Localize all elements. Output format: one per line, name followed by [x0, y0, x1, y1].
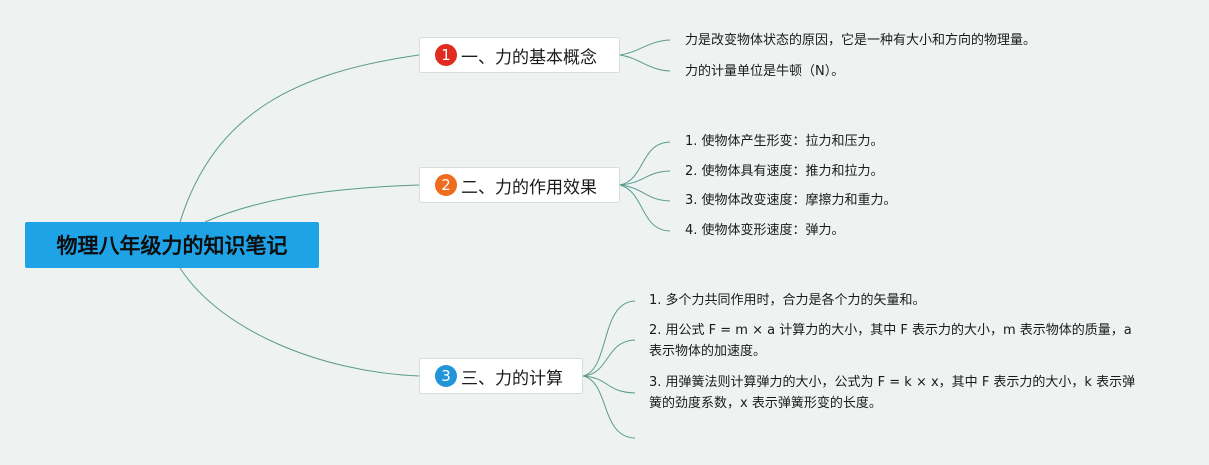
connector-topic-3-leaf-1	[582, 300, 636, 377]
topic-label: 二、力的作用效果	[461, 177, 597, 198]
connector-topic-2-leaf-4	[619, 184, 671, 232]
topic-3-leaf-1[interactable]: 1. 多个力共同作用时，合力是各个力的矢量和。	[649, 293, 926, 308]
root-title: 物理八年级力的知识笔记	[56, 234, 288, 258]
connector-root-topic-3	[179, 267, 420, 377]
topic-1-leaf-2[interactable]: 力的计量单位是牛顿（N）。	[685, 64, 845, 79]
connector-topic-3-leaf-3	[582, 375, 636, 394]
connector-topic-2-leaf-1	[619, 141, 671, 186]
topic-3-leaf-3[interactable]: 3. 用弹簧法则计算弹力的大小，公式为 F = k × x，其中 F 表示力的大…	[649, 375, 1136, 411]
topic-label: 三、力的计算	[461, 368, 563, 389]
topic-label: 一、力的基本概念	[461, 47, 597, 68]
connector-topic-2-leaf-3	[619, 184, 671, 202]
number-badge-icon: 3	[435, 365, 457, 387]
connector-topic-1-leaf-1	[619, 39, 671, 56]
topic-1[interactable]: 1 一、力的基本概念	[419, 37, 620, 73]
connector-topic-1-leaf-2	[619, 54, 671, 72]
connector-topic-2-leaf-2	[619, 170, 671, 186]
connector-root-topic-2	[204, 184, 420, 223]
root-topic[interactable]: 物理八年级力的知识笔记	[25, 222, 319, 268]
topic-2-leaf-3[interactable]: 3. 使物体改变速度：摩擦力和重力。	[685, 193, 897, 208]
connector-topic-3-leaf-4	[582, 375, 636, 439]
topic-2-leaf-2[interactable]: 2. 使物体具有速度：推力和拉力。	[685, 164, 884, 179]
number-badge-icon: 2	[435, 174, 457, 196]
topic-2-leaf-1[interactable]: 1. 使物体产生形变：拉力和压力。	[685, 134, 884, 149]
topic-3-leaf-2[interactable]: 2. 用公式 F = m × a 计算力的大小，其中 F 表示力的大小，m 表示…	[649, 323, 1132, 359]
connector-topic-3-leaf-2	[582, 339, 636, 377]
topic-1-leaf-1[interactable]: 力是改变物体状态的原因，它是一种有大小和方向的物理量。	[685, 33, 1037, 48]
topic-2-leaf-4[interactable]: 4. 使物体变形速度：弹力。	[685, 223, 845, 238]
number-badge-icon: 1	[435, 44, 457, 66]
topic-3[interactable]: 3 三、力的计算	[419, 358, 583, 394]
topic-2[interactable]: 2 二、力的作用效果	[419, 167, 620, 203]
connector-root-topic-1	[179, 54, 420, 223]
